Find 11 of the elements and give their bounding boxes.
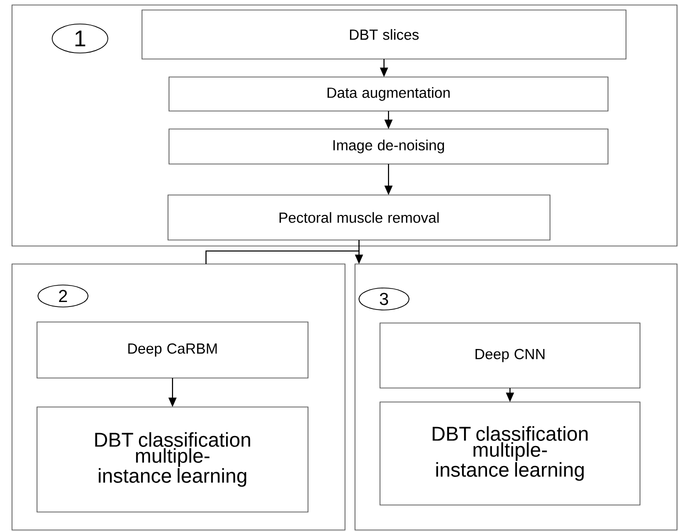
process-box: Deep CaRBM [36, 322, 308, 378]
process-box: Image de-noising [168, 128, 608, 164]
step-panel [12, 264, 346, 530]
step-panel [354, 264, 678, 530]
process-box: Data augmentation [168, 76, 608, 112]
process-box: Deep CNN [380, 322, 640, 388]
step-panel [12, 4, 678, 246]
process-box: DBT classification multiple-instance learning [380, 402, 640, 506]
process-box: Pectoral muscle removal [168, 194, 550, 240]
process-box: DBT slices [142, 10, 626, 60]
process-box: DBT classification multiple-instance learning [36, 406, 308, 512]
